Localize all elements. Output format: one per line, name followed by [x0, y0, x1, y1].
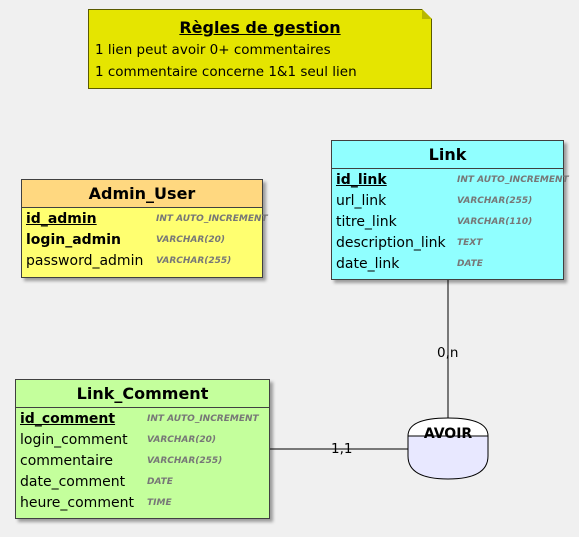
note-rule-1: 1 lien peut avoir 0+ commentaires — [95, 42, 331, 58]
note-fold — [422, 9, 432, 19]
attribute-row: login_comment VARCHAR(20) — [20, 432, 216, 452]
entity-link[interactable]: Link id_link INT AUTO_INCREMENT url_link… — [331, 140, 569, 280]
entity-title: Link — [332, 141, 563, 169]
attribute-name: id_comment — [20, 411, 116, 427]
attribute-name: description_link — [336, 235, 446, 251]
attribute-name: date_link — [336, 256, 400, 272]
attribute-row: date_comment DATE — [20, 474, 173, 494]
entity-title: Admin_User — [22, 180, 262, 208]
attribute-type: DATE — [147, 477, 173, 487]
attribute-type: VARCHAR(255) — [457, 196, 533, 206]
attribute-name: date_comment — [20, 474, 126, 490]
attribute-name: id_admin — [26, 211, 97, 227]
attribute-row: id_link INT AUTO_INCREMENT — [336, 172, 569, 192]
attribute-type: INT AUTO_INCREMENT — [457, 175, 569, 185]
attribute-name: login_comment — [20, 432, 128, 448]
note-title: Règles de gestion — [179, 18, 341, 37]
attribute-type: VARCHAR(255) — [147, 456, 223, 466]
attribute-row: login_admin VARCHAR(20) — [26, 232, 225, 252]
entity-admin-user[interactable]: Admin_User id_admin INT AUTO_INCREMENT l… — [21, 179, 268, 278]
attribute-name: password_admin — [26, 253, 144, 269]
attribute-name: commentaire — [20, 453, 114, 469]
attribute-type: VARCHAR(110) — [457, 217, 533, 227]
attribute-name: url_link — [336, 193, 387, 209]
attribute-type: VARCHAR(20) — [156, 235, 226, 245]
attribute-row: url_link VARCHAR(255) — [336, 193, 532, 213]
attribute-row: titre_link VARCHAR(110) — [336, 214, 532, 234]
relationship-label: AVOIR — [423, 426, 473, 442]
attribute-row: heure_comment TIME — [20, 495, 172, 515]
attribute-name: titre_link — [336, 214, 397, 230]
attribute-name: heure_comment — [20, 495, 134, 511]
relationship-shape-top — [407, 417, 489, 437]
relationship-shape-bottom — [407, 435, 489, 480]
attribute-type: INT AUTO_INCREMENT — [147, 414, 259, 424]
note-rule-2: 1 commentaire concerne 1&1 seul lien — [95, 64, 357, 80]
attribute-row: id_admin INT AUTO_INCREMENT — [26, 211, 268, 231]
cardinality-link: 0,n — [437, 345, 459, 361]
cardinality-comment: 1,1 — [331, 441, 353, 457]
business-rules-note[interactable]: Règles de gestion 1 lien peut avoir 0+ c… — [88, 9, 432, 89]
attribute-row: date_link DATE — [336, 256, 483, 276]
attribute-type: VARCHAR(20) — [147, 435, 217, 445]
attribute-row: description_link TEXT — [336, 235, 482, 255]
attribute-name: id_link — [336, 172, 387, 188]
attribute-type: TIME — [147, 498, 172, 508]
attribute-name: login_admin — [26, 232, 122, 248]
attribute-row: commentaire VARCHAR(255) — [20, 453, 222, 473]
attribute-row: password_admin VARCHAR(255) — [26, 253, 231, 273]
relationship-avoir[interactable] — [407, 417, 489, 480]
attribute-type: VARCHAR(255) — [156, 256, 232, 266]
attribute-type: DATE — [457, 259, 483, 269]
entity-link-comment[interactable]: Link_Comment id_comment INT AUTO_INCREME… — [15, 379, 270, 519]
attribute-row: id_comment INT AUTO_INCREMENT — [20, 411, 259, 431]
attribute-type: INT AUTO_INCREMENT — [156, 214, 268, 224]
entity-title: Link_Comment — [16, 380, 269, 408]
attribute-type: TEXT — [457, 238, 483, 248]
